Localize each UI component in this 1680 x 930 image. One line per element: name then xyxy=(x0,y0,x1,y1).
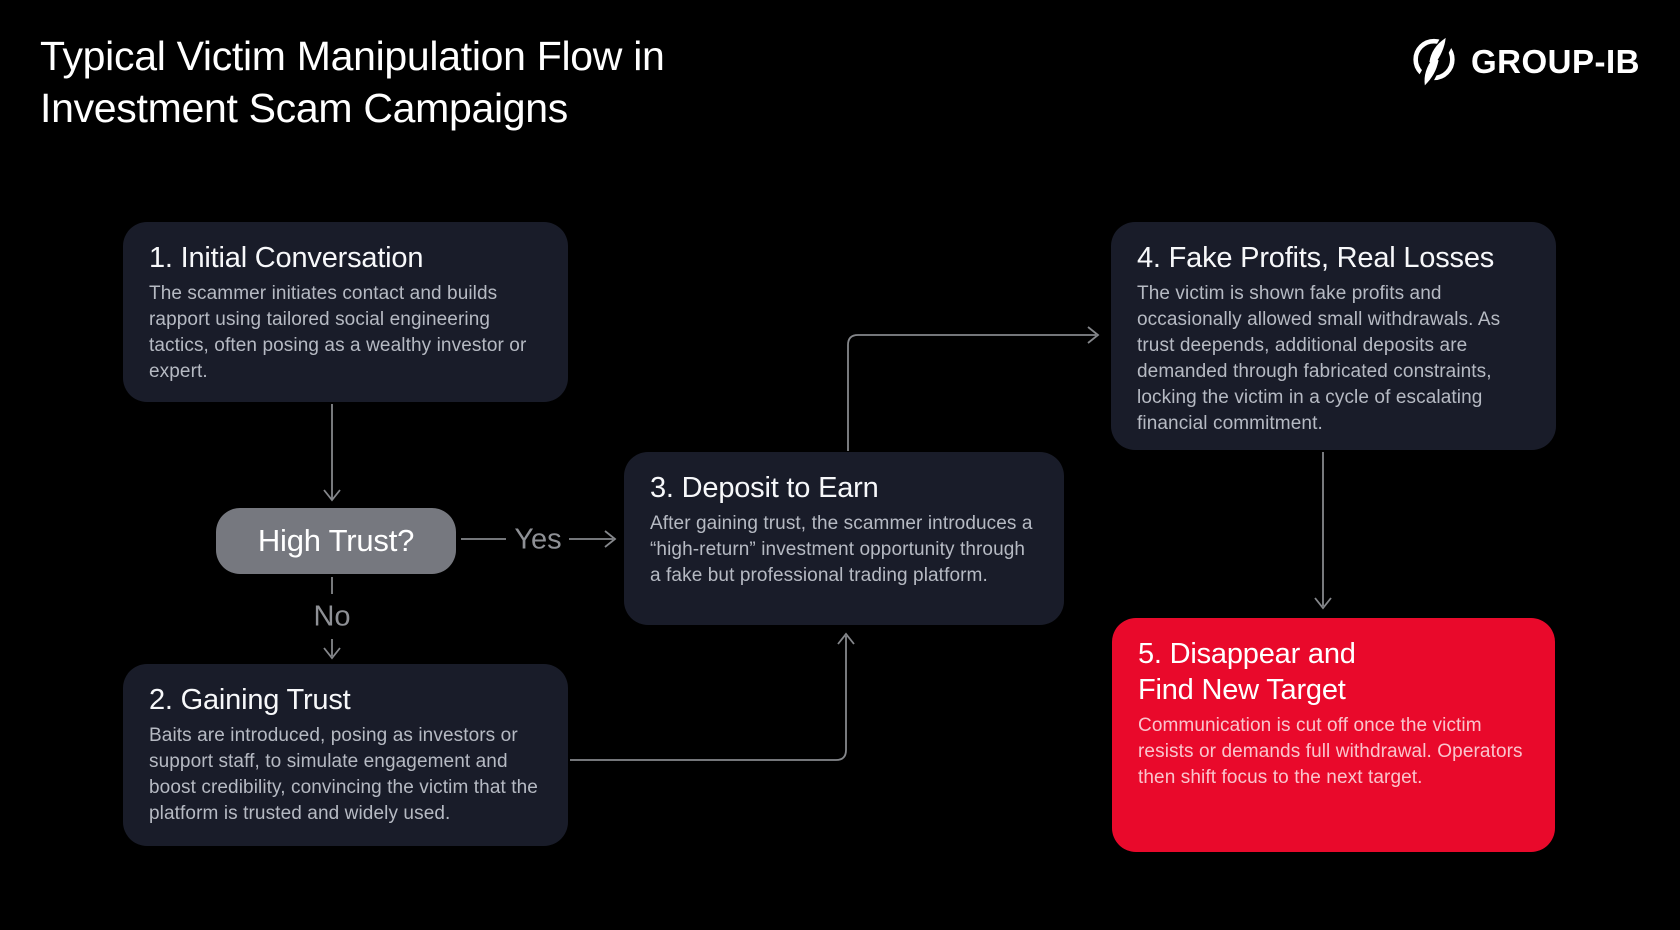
edge-label-yes: Yes xyxy=(514,523,562,556)
connector-decision-no-to-box2 xyxy=(323,577,341,660)
edge-label-no: No xyxy=(313,600,351,633)
step-5-title-line2: Find New Target xyxy=(1138,674,1346,706)
step-1-initial-conversation-card: 1. Initial Conversation The scammer init… xyxy=(123,222,568,402)
group-ib-circle-leaf-icon xyxy=(1413,36,1455,88)
step-4-fake-profits-card: 4. Fake Profits, Real Losses The victim … xyxy=(1111,222,1556,450)
step-1-title: 1. Initial Conversation xyxy=(149,242,424,274)
step-2-title: 2. Gaining Trust xyxy=(149,684,351,716)
page-title: Typical Victim Manipulation Flow in Inve… xyxy=(40,30,665,134)
brand-logo-group: GROUP-IB xyxy=(1409,36,1640,88)
decision-high-trust-node: High Trust? xyxy=(216,508,456,574)
step-3-deposit-to-earn-card: 3. Deposit to Earn After gaining trust, … xyxy=(624,452,1064,625)
page-title-line1: Typical Victim Manipulation Flow in xyxy=(40,33,665,79)
step-5-title-line1: 5. Disappear and xyxy=(1138,638,1356,670)
step-5-disappear-card: 5. Disappear and Find New Target Communi… xyxy=(1112,618,1555,852)
page-title-line2: Investment Scam Campaigns xyxy=(40,85,569,131)
step-4-title: 4. Fake Profits, Real Losses xyxy=(1137,242,1495,274)
connector-decision-yes-to-box3 xyxy=(461,530,617,548)
step-3-description: After gaining trust, the scammer introdu… xyxy=(650,513,1033,586)
step-2-description: Baits are introduced, posing as investor… xyxy=(149,725,538,824)
step-3-title: 3. Deposit to Earn xyxy=(650,472,879,504)
step-2-gaining-trust-card: 2. Gaining Trust Baits are introduced, p… xyxy=(123,664,568,846)
decision-label: High Trust? xyxy=(257,523,415,558)
brand-name: GROUP-IB xyxy=(1471,43,1640,80)
connector-box3-to-box4 xyxy=(847,326,1100,451)
step-4-description: The victim is shown fake profits and occ… xyxy=(1137,283,1501,434)
step-1-description: The scammer initiates contact and builds… xyxy=(149,283,527,382)
connector-box4-to-box5 xyxy=(1314,452,1332,610)
connector-box2-to-box3 xyxy=(570,632,855,761)
connector-box1-to-decision xyxy=(323,404,341,502)
step-5-description: Communication is cut off once the victim… xyxy=(1138,715,1523,788)
